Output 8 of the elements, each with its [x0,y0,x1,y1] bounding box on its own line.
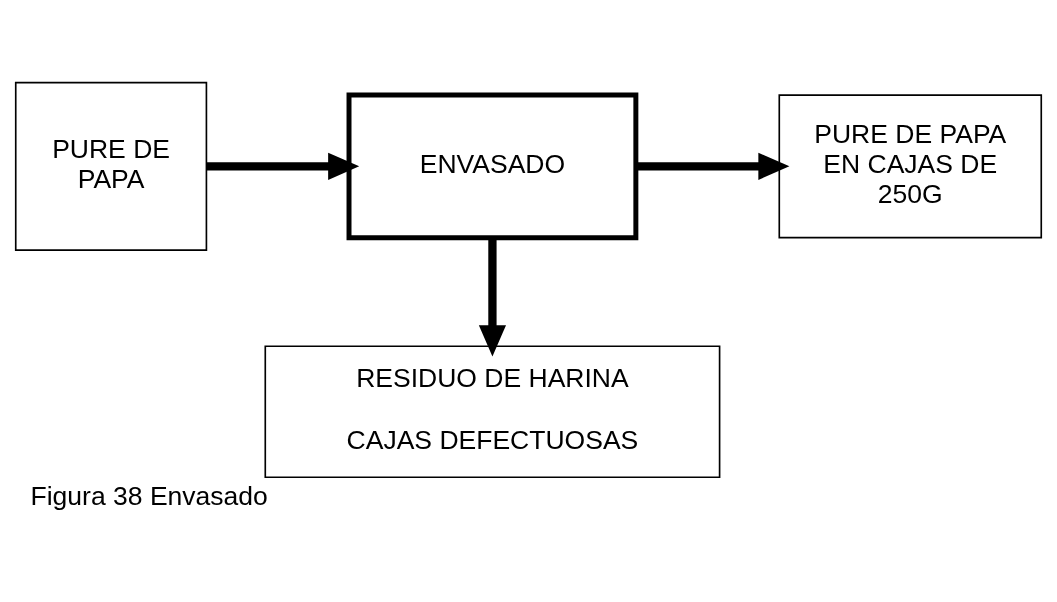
arrow [478,237,507,356]
node-box: ENVASADO [346,92,639,240]
node-box: PURE DE PAPA [14,81,208,251]
node-box: RESIDUO DE HARINA CAJAS DEFECTUOSAS [264,344,721,478]
arrow [636,152,790,180]
node-box: PURE DE PAPA EN CAJAS DE 250G [778,93,1043,238]
caption: Figura 38 Envasado [30,480,268,511]
arrow [206,152,360,180]
